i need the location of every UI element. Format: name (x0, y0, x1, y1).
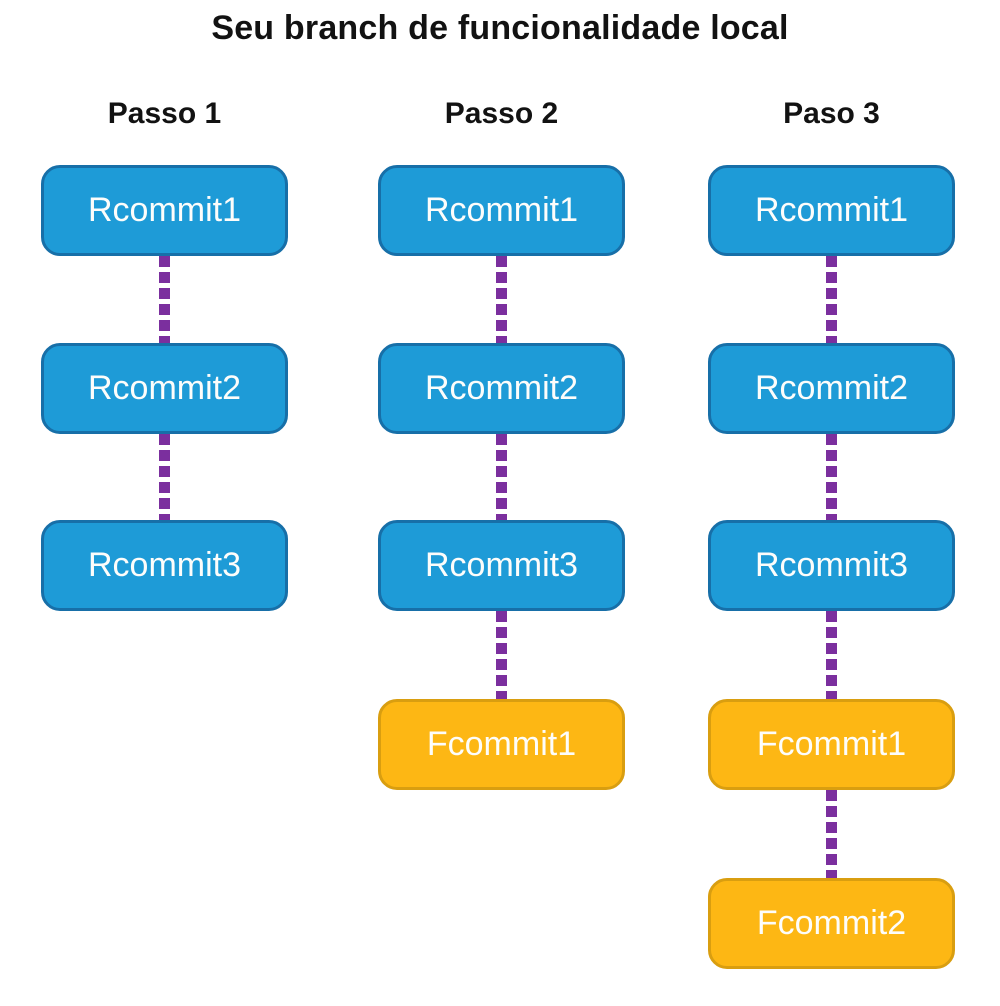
commit-node-label: Fcommit2 (756, 904, 907, 942)
dotted-connector (826, 611, 837, 699)
commit-node-step3-rcommit2: Rcommit2 (708, 343, 955, 434)
commit-node-label: Rcommit1 (424, 191, 579, 229)
dotted-connector (159, 256, 170, 343)
commit-node-step1-rcommit1: Rcommit1 (41, 165, 288, 256)
dotted-connector (496, 611, 507, 699)
commit-node-label: Rcommit1 (754, 191, 909, 229)
commit-node-label: Rcommit2 (424, 369, 579, 407)
commit-node-step3-rcommit3: Rcommit3 (708, 520, 955, 611)
commit-node-label: Rcommit3 (87, 546, 242, 584)
dotted-connector (826, 790, 837, 878)
commit-node-label: Rcommit2 (87, 369, 242, 407)
commit-node-label: Rcommit3 (424, 546, 579, 584)
dotted-connector (826, 434, 837, 520)
column-header-passo-1: Passo 1 (107, 97, 222, 130)
commit-node-step1-rcommit3: Rcommit3 (41, 520, 288, 611)
dotted-connector (159, 434, 170, 520)
dotted-connector (496, 256, 507, 343)
commit-node-step2-rcommit2: Rcommit2 (378, 343, 625, 434)
commit-node-step1-rcommit2: Rcommit2 (41, 343, 288, 434)
commit-node-step3-fcommit2: Fcommit2 (708, 878, 955, 969)
commit-node-step2-fcommit1: Fcommit1 (378, 699, 625, 790)
commit-node-label: Rcommit1 (87, 191, 242, 229)
commit-node-step2-rcommit3: Rcommit3 (378, 520, 625, 611)
commit-node-step3-rcommit1: Rcommit1 (708, 165, 955, 256)
commit-node-step2-rcommit1: Rcommit1 (378, 165, 625, 256)
commit-node-label: Fcommit1 (426, 725, 577, 763)
dotted-connector (826, 256, 837, 343)
column-header-paso-3: Paso 3 (783, 97, 880, 130)
commit-node-label: Rcommit3 (754, 546, 909, 584)
diagram-title: Seu branch de funcionalidade local (211, 9, 789, 47)
dotted-connector (496, 434, 507, 520)
column-header-passo-2: Passo 2 (444, 97, 559, 130)
commit-node-label: Rcommit2 (754, 369, 909, 407)
commit-node-label: Fcommit1 (756, 725, 907, 763)
commit-node-step3-fcommit1: Fcommit1 (708, 699, 955, 790)
